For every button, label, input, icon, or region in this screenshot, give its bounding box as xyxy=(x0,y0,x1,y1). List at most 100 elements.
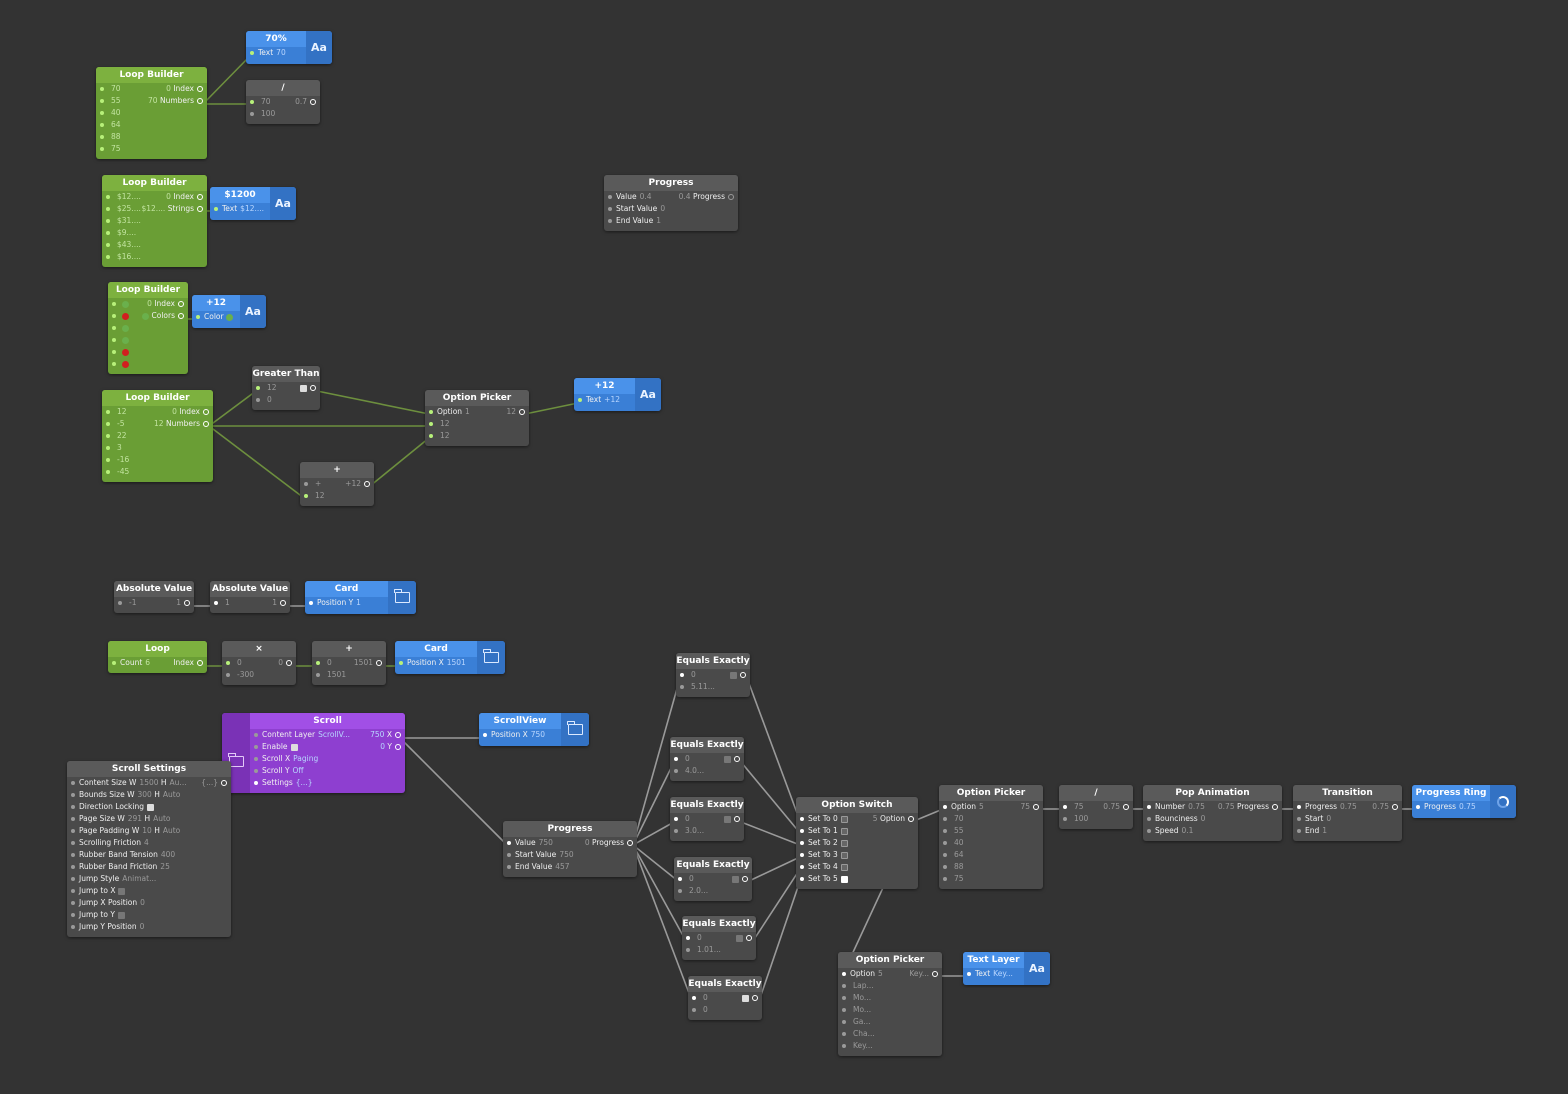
checkbox[interactable] xyxy=(117,911,125,919)
port-row: 40 xyxy=(939,837,1043,849)
input-port xyxy=(106,470,110,474)
input-port xyxy=(800,865,804,869)
node-title: Transition xyxy=(1293,785,1402,801)
port-value: 12 xyxy=(506,407,516,416)
port-label: Scroll Y xyxy=(262,766,290,775)
loop-builder-node[interactable]: Loop Builder $12....0 Index $25....$12..… xyxy=(102,175,207,267)
input-port xyxy=(429,434,433,438)
checkbox[interactable] xyxy=(290,743,298,751)
port-value: $25.... xyxy=(117,204,141,213)
port-value: 1501 xyxy=(353,658,373,667)
equals-exactly-node[interactable]: Equals Exactly 0 0 xyxy=(688,976,762,1020)
text-layer-node[interactable]: +12 Text+12 Aa xyxy=(574,378,661,411)
equals-exactly-node[interactable]: Equals Exactly 0 2.0... xyxy=(674,857,752,901)
equals-exactly-node[interactable]: Equals Exactly 0 5.11... xyxy=(676,653,750,697)
input-port xyxy=(106,422,110,426)
wire xyxy=(758,880,801,1002)
port-value: 75 xyxy=(1020,802,1030,811)
checkbox[interactable] xyxy=(724,815,731,823)
port-value: 0 xyxy=(685,814,690,823)
input-port xyxy=(112,362,116,366)
checkbox[interactable] xyxy=(118,887,126,895)
node-title: Greater Than xyxy=(252,366,320,382)
input-port xyxy=(71,877,75,881)
add-node[interactable]: + ++12 12 xyxy=(300,462,374,506)
port-value: 5 xyxy=(979,802,984,811)
text-layer-node[interactable]: $1200 Text$12.... Aa xyxy=(210,187,296,220)
checkbox[interactable] xyxy=(732,875,739,883)
port-label: Index xyxy=(173,84,194,93)
checkbox[interactable] xyxy=(736,934,743,942)
port-label: Progress xyxy=(1305,802,1338,811)
checkbox[interactable] xyxy=(146,803,154,811)
checkbox[interactable] xyxy=(724,755,731,763)
port-row: 12 xyxy=(252,382,320,394)
port-value: 70 xyxy=(276,48,286,57)
port-row: 0 xyxy=(670,813,744,825)
port-value: 75 xyxy=(954,874,964,883)
equals-exactly-node[interactable]: Equals Exactly 0 1.01... xyxy=(682,916,756,960)
port-value: 4.0... xyxy=(685,766,705,775)
input-port xyxy=(943,853,947,857)
port-value: 70 xyxy=(261,97,271,106)
loop-builder-node[interactable]: Loop Builder 70 0 Index 55 70 Numbers 40… xyxy=(96,67,207,159)
port-row: Mo... xyxy=(838,1004,942,1016)
output-port xyxy=(728,194,734,200)
equals-exactly-node[interactable]: Equals Exactly 0 4.0... xyxy=(670,737,744,781)
port-value: 2.0... xyxy=(689,886,709,895)
port-row: Text$12.... xyxy=(210,203,296,215)
port-value: $12.... xyxy=(141,204,166,213)
checkbox[interactable] xyxy=(300,384,307,392)
port-row: 70 xyxy=(939,813,1043,825)
node-title: Scroll xyxy=(250,713,405,729)
port-row: Set To 2 xyxy=(796,837,918,849)
text-layer-node[interactable]: +12 Color Aa xyxy=(192,295,266,328)
port-value: Off xyxy=(292,766,304,775)
equals-exactly-node[interactable]: Equals Exactly 0 3.0... xyxy=(670,797,744,841)
port-value: +12 xyxy=(604,395,620,404)
output-port xyxy=(746,935,752,941)
input-port xyxy=(71,805,75,809)
output-port xyxy=(184,600,190,606)
loop-builder-node[interactable]: Loop Builder 0 Index Colors xyxy=(108,282,188,374)
greater-than-node[interactable]: Greater Than 12 0 xyxy=(252,366,320,410)
input-port xyxy=(254,757,258,761)
checkbox[interactable] xyxy=(730,671,737,679)
input-port xyxy=(71,781,75,785)
port-label: Numbers xyxy=(165,419,200,428)
node-title: Loop Builder xyxy=(96,67,207,83)
input-port xyxy=(106,231,110,235)
output-port xyxy=(395,744,401,750)
checkbox[interactable] xyxy=(742,994,749,1002)
port-value: 55 xyxy=(111,96,121,105)
